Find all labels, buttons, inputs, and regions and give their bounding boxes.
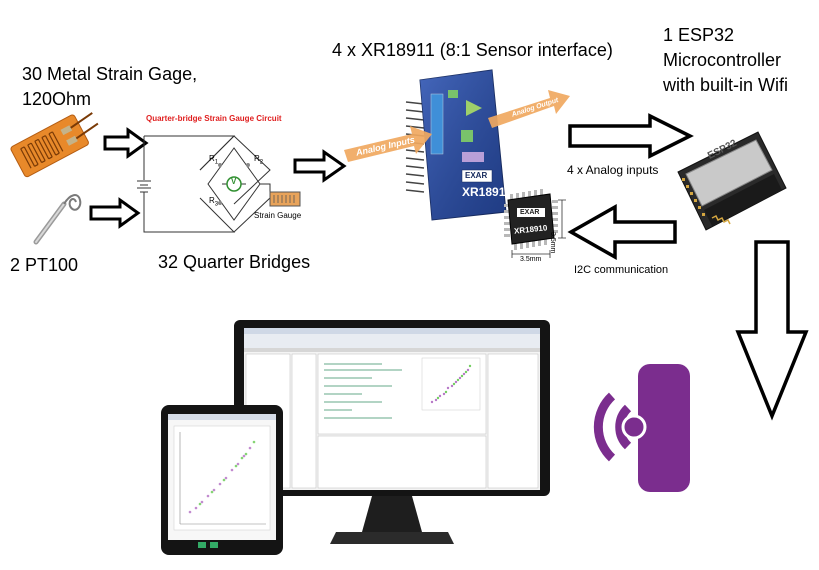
arrow-strain-to-bridge xyxy=(103,127,149,159)
chip-part-number: XR18910 xyxy=(462,185,513,199)
circuit-title: Quarter-bridge Strain Gauge Circuit xyxy=(146,114,282,123)
tablet-device xyxy=(161,405,283,555)
small-chip-height: 3.5mm xyxy=(549,232,556,254)
strain-gage-label: 30 Metal Strain Gage, xyxy=(22,64,198,84)
monitor-scatter-plot xyxy=(430,364,472,404)
r2-label: R2 xyxy=(254,154,264,166)
quarter-bridges-label: 32 Quarter Bridges xyxy=(158,252,311,272)
xr-title-label: 4 x XR18911 (8:1 Sensor interface) xyxy=(332,40,613,60)
quarter-bridge-circuit xyxy=(137,135,301,233)
xr18910-small-chip xyxy=(504,189,566,258)
xr18910-chip-image xyxy=(344,69,570,221)
wifi-logo xyxy=(593,364,690,492)
pt100-probe-image xyxy=(33,194,82,245)
esp32-module-image xyxy=(677,131,787,231)
arrow-pt100-to-bridge xyxy=(89,197,141,229)
strain-gauge-caption: Strain Gauge xyxy=(254,211,302,220)
arrow-esp32-to-chip-i2c xyxy=(567,203,677,261)
pt100-label: 2 PT100 xyxy=(10,255,79,275)
strain-gage-image xyxy=(10,112,99,178)
esp32-label-line1: 1 ESP32 xyxy=(663,25,735,45)
arrow-esp32-to-wifi xyxy=(735,240,809,421)
analog-inputs-label: 4 x Analog inputs xyxy=(567,163,659,177)
esp32-label-line3: with built-in Wifi xyxy=(663,75,789,95)
small-chip-width: 3.5mm xyxy=(520,256,542,263)
wifi-logo-text: Wi-Fi xyxy=(697,312,735,395)
voltmeter-label: V xyxy=(231,177,237,186)
arrow-chip-to-esp32 xyxy=(568,113,694,159)
chip-brand-logo: EXAR xyxy=(465,171,488,180)
r3-label: R3 xyxy=(209,196,219,208)
arrow-bridge-to-chip xyxy=(293,149,347,183)
strain-gage-ohm-label: 120Ohm xyxy=(22,89,92,109)
i2c-label: I2C communication xyxy=(574,264,669,276)
r1-label: R1 xyxy=(209,154,219,166)
esp32-label-line2: Microcontroller xyxy=(663,50,782,70)
small-chip-brand: EXAR xyxy=(520,209,540,216)
